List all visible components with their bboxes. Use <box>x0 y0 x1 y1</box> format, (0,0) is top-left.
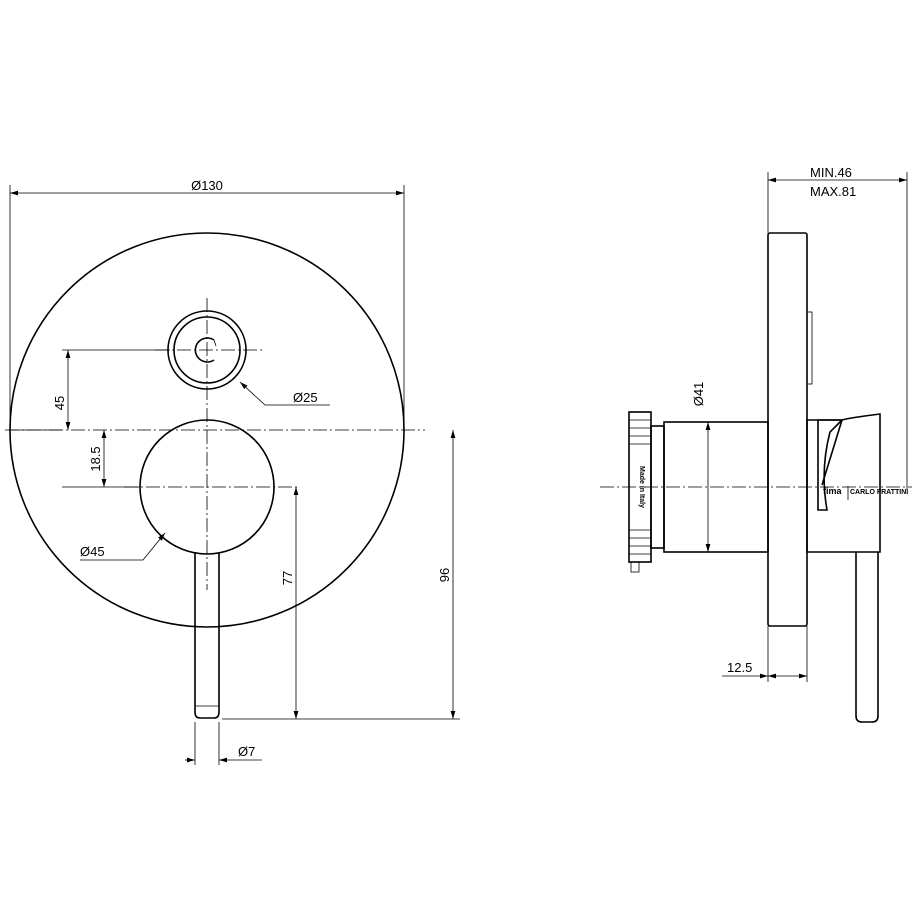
valve-body-sleeve <box>663 421 769 553</box>
side-handle-body <box>806 413 881 553</box>
dim-25-label: Ø25 <box>293 390 318 405</box>
diverter-knob-inner <box>173 316 241 384</box>
ring-tab <box>630 561 640 573</box>
made-in-italy-label: Made in Italy <box>638 466 645 508</box>
brand-logo: fima <box>823 486 843 496</box>
side-view: Made in Italy fima CARLO FRATTINI MIN.46… <box>600 165 912 723</box>
dim-125-label: 12.5 <box>727 660 752 675</box>
diverter-c-icon <box>194 337 215 363</box>
side-plate-diverter-stub <box>806 311 813 385</box>
dim-depth-max-label: MAX.81 <box>810 184 856 199</box>
brand-sub-label: CARLO FRATTINI <box>850 489 908 496</box>
front-view: Ø130 Ø25 Ø45 45 18.5 77 96 Ø7 <box>5 178 460 765</box>
dim-depth-min-label: MIN.46 <box>810 165 852 180</box>
diverter-c-tick <box>213 339 217 347</box>
dim-45v-label: 45 <box>52 396 67 410</box>
dim-185-label: 18.5 <box>88 446 103 471</box>
dim-25-leader <box>239 381 330 406</box>
dim-77-label: 77 <box>280 571 295 585</box>
dim-45-leader <box>80 532 166 561</box>
dim-96-label: 96 <box>437 568 452 582</box>
side-handle-hub <box>817 419 844 511</box>
dim-41-label: Ø41 <box>691 382 706 407</box>
thread-teeth <box>629 419 651 555</box>
side-lever <box>855 552 879 723</box>
dim-130-label: Ø130 <box>191 178 223 193</box>
lever-outline <box>194 552 220 719</box>
side-cover-plate <box>767 232 808 627</box>
dim-45-label: Ø45 <box>80 544 105 559</box>
dim-7-label: Ø7 <box>238 744 255 759</box>
side-handle-front-face <box>821 419 843 486</box>
